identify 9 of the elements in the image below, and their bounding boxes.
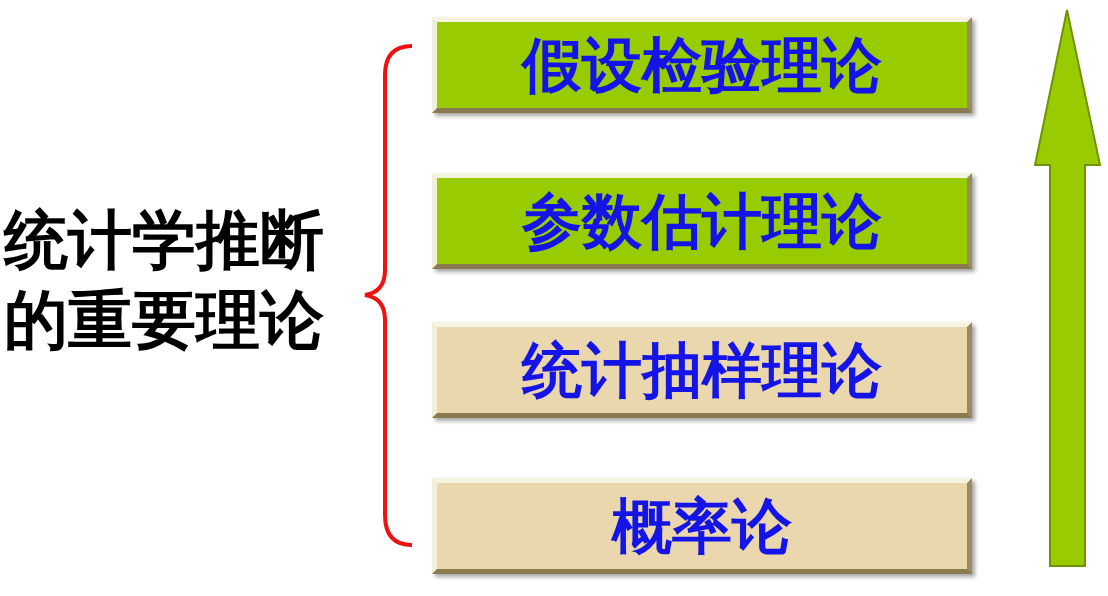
box-label: 概率论 bbox=[612, 496, 792, 556]
theory-box bbox=[432, 478, 972, 574]
box-label: 参数估计理论 bbox=[522, 191, 882, 251]
box-label: 统计抽样理论 bbox=[522, 340, 882, 400]
box-label: 假设检验理论 bbox=[522, 35, 882, 95]
theory-box bbox=[432, 173, 972, 269]
theory-box bbox=[432, 322, 972, 418]
heading-text: 统计学推断的重要理论 bbox=[4, 202, 325, 359]
theory-box bbox=[432, 17, 972, 113]
